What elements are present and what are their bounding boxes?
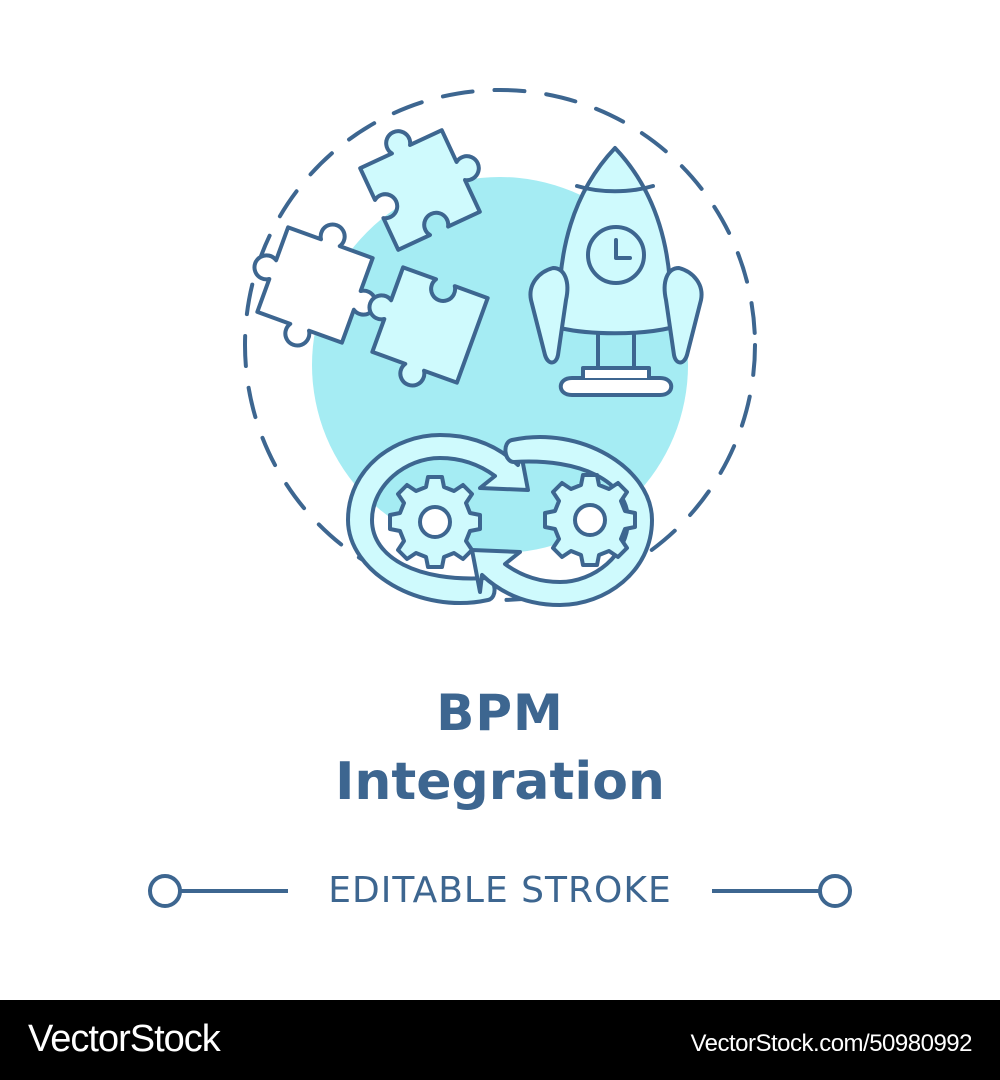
bpm-integration-illustration bbox=[243, 88, 757, 607]
brand-logo: VectorStock bbox=[28, 1018, 221, 1060]
title-line-2: Integration bbox=[335, 752, 665, 812]
footer-bar: VectorStock VectorStock.com/50980992 bbox=[0, 1000, 1000, 1080]
puzzle-pieces-icon bbox=[252, 128, 490, 388]
rocket-clock-icon bbox=[528, 146, 704, 397]
gears-cycle-icon bbox=[346, 433, 654, 607]
dashed-ring bbox=[243, 88, 757, 602]
editable-stroke-label: EDITABLE STROKE bbox=[328, 870, 672, 911]
editable-stroke-decoration bbox=[148, 874, 852, 908]
title-line-1: BPM bbox=[436, 684, 564, 742]
image-url: VectorStock.com/50980992 bbox=[690, 1030, 972, 1057]
